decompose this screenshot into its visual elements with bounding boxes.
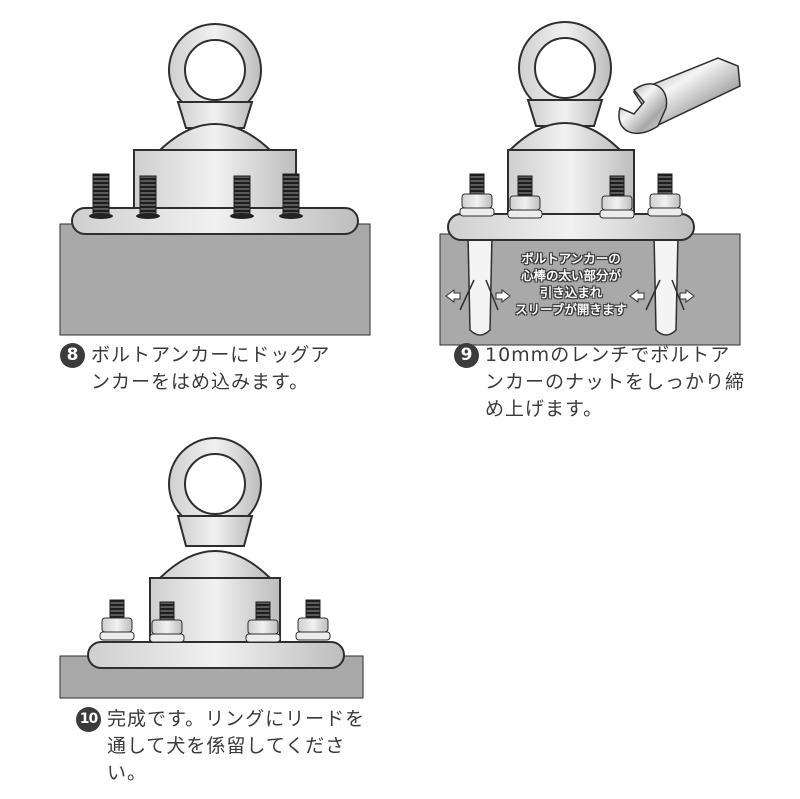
step-9-text-line1: 10mmのレンチでボルトア	[485, 344, 731, 366]
step-8-text-line2: ンカーをはめ込みます。	[91, 371, 310, 393]
anchor-body	[133, 149, 297, 217]
step-10-text-line1: 完成です。リングにリードを	[107, 708, 366, 730]
step-9-text-line2: ンカーのナットをしっかり締	[485, 371, 746, 393]
eye-bolt-dome	[157, 123, 273, 151]
step-10-caption: 10 完成です。リングにリードを 通して犬を係留してくださ い。	[76, 706, 396, 787]
step-10-text-line3: い。	[107, 762, 148, 784]
step-10-illustration	[59, 428, 370, 700]
step-10-badge: 10	[76, 707, 101, 732]
eye-bolt-collar	[176, 515, 254, 547]
bolts-with-nuts	[99, 599, 331, 643]
step-9-illustration: ボルトアンカーの 心棒の太い部分が 引き込まれ スリーブが開きます	[438, 10, 750, 346]
step-9-text-line3: め上げます。	[485, 398, 604, 420]
callout-line2: 心棒の太い部分が	[520, 268, 621, 283]
step-9-caption: 9 10mmのレンチでボルトア ンカーのナットをしっかり締 め上げます。	[454, 342, 774, 423]
step-8-illustration	[59, 10, 371, 336]
eye-bolt-ring	[518, 21, 612, 115]
callout-line1: ボルトアンカーの	[521, 251, 621, 266]
base-plate	[71, 207, 359, 235]
callout-line4: スリーブが開きます	[515, 302, 627, 317]
eye-bolt-collar	[176, 101, 254, 129]
eye-bolt-collar	[526, 99, 604, 127]
step-8-caption: 8 ボルトアンカーにドッグア ンカーをはめ込みます。	[60, 342, 380, 396]
step-10-text-line2: 通して犬を係留してくださ	[107, 735, 346, 757]
base-plate	[87, 641, 345, 669]
step-8-badge: 8	[60, 343, 85, 368]
eye-bolt-dome	[157, 550, 273, 579]
base-plate	[447, 213, 695, 241]
callout-line3: 引き込まれ	[539, 285, 603, 300]
eye-bolt-dome	[507, 122, 623, 151]
expansion-arrows	[445, 289, 695, 303]
step-9-callout: ボルトアンカーの 心棒の太い部分が 引き込まれ スリーブが開きます	[496, 250, 646, 318]
bolts-with-nuts	[459, 173, 683, 219]
step-8-text-line1: ボルトアンカーにドッグア	[91, 344, 331, 366]
step-9-badge: 9	[454, 343, 479, 368]
ground	[59, 223, 371, 336]
anchor-sleeves	[459, 233, 685, 336]
eye-bolt-ring	[168, 23, 262, 117]
eye-bolt-ring	[168, 437, 262, 531]
bolt-studs	[89, 173, 303, 219]
wrench-icon	[618, 57, 741, 135]
